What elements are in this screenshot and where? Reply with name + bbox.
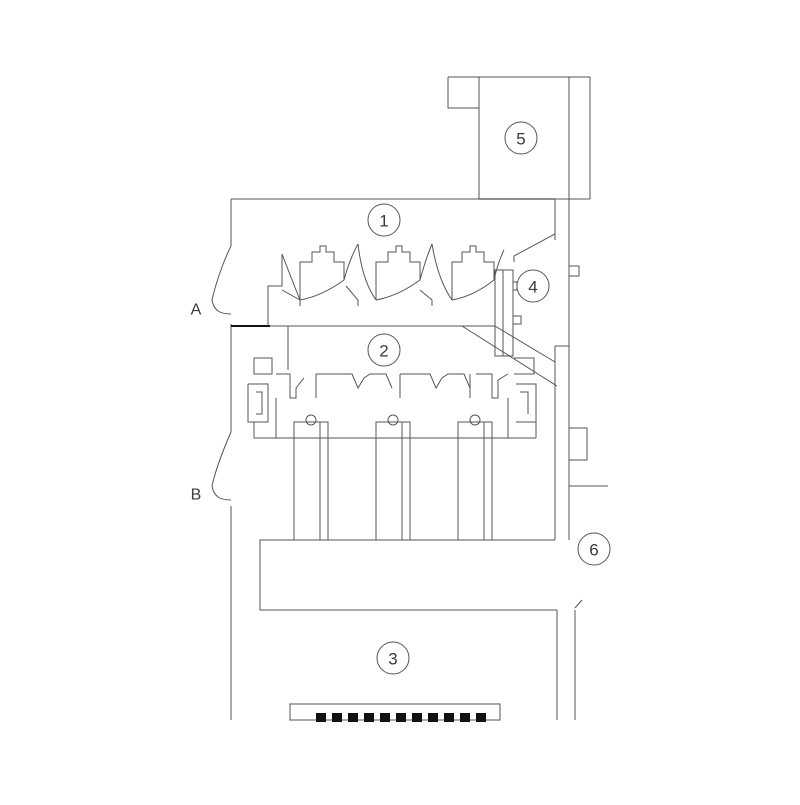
terminal-block <box>332 713 342 722</box>
side-label-a: A <box>191 302 202 319</box>
callout-3-label: 3 <box>388 650 397 669</box>
callout-4: 4 <box>516 269 550 303</box>
terminal-strip <box>316 713 486 722</box>
main-enclosure <box>230 198 558 720</box>
callout-4-label: 4 <box>528 278 537 297</box>
terminal-block <box>476 713 486 722</box>
terminal-block <box>348 713 358 722</box>
compartment-3-cable <box>259 539 583 721</box>
compartment-2-breaker <box>247 326 537 439</box>
callout-6-label: 6 <box>589 541 598 560</box>
right-side-wall <box>554 199 608 720</box>
side-label-b: B <box>191 487 202 504</box>
callout-2-label: 2 <box>379 342 388 361</box>
callout-1-label: 1 <box>379 212 388 231</box>
callout-5-label: 5 <box>516 130 525 149</box>
terminal-block <box>380 713 390 722</box>
breaker-poles <box>293 414 493 541</box>
callout-2: 2 <box>367 333 401 367</box>
callout-3: 3 <box>376 641 410 675</box>
terminal-block <box>316 713 326 722</box>
terminal-block <box>444 713 454 722</box>
callout-5: 5 <box>504 121 538 155</box>
side-arc-markers <box>211 245 232 501</box>
callout-6: 6 <box>577 532 611 566</box>
terminal-block <box>428 713 438 722</box>
terminal-block <box>412 713 422 722</box>
terminal-block <box>364 713 374 722</box>
compartment-4-element <box>461 269 558 387</box>
compartment-1-busbars <box>267 199 556 326</box>
terminal-block <box>396 713 406 722</box>
callout-1: 1 <box>367 203 401 237</box>
terminal-block <box>460 713 470 722</box>
